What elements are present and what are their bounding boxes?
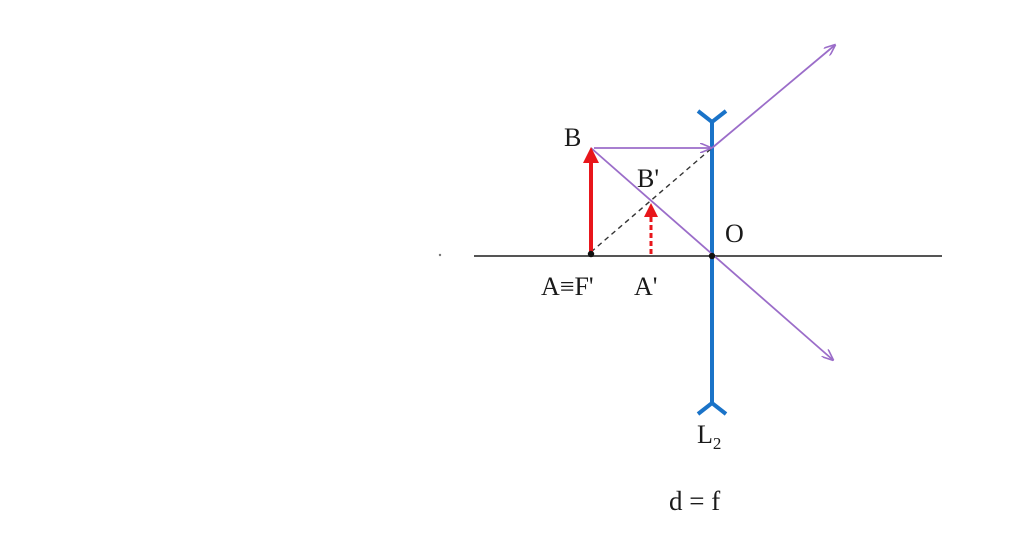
label-A-prime: A' — [634, 272, 657, 301]
point-A-F-prime — [587, 250, 595, 258]
diverging-lens-icon — [696, 109, 728, 416]
lens-subscript: 2 — [713, 434, 722, 453]
caption: d = f — [669, 486, 720, 516]
image-arrow-icon — [644, 203, 658, 254]
object-arrow-icon — [583, 147, 599, 254]
label-O: O — [725, 219, 744, 248]
label-A-F-prime: A≡F' — [541, 272, 594, 301]
point-O — [708, 252, 716, 260]
label-lens: L2 — [697, 420, 721, 453]
stray-dot — [438, 253, 442, 257]
label-B: B — [564, 123, 581, 152]
lens-letter: L — [697, 420, 713, 449]
refracted-ray-upper — [711, 45, 835, 149]
label-B-prime: B' — [637, 164, 659, 193]
